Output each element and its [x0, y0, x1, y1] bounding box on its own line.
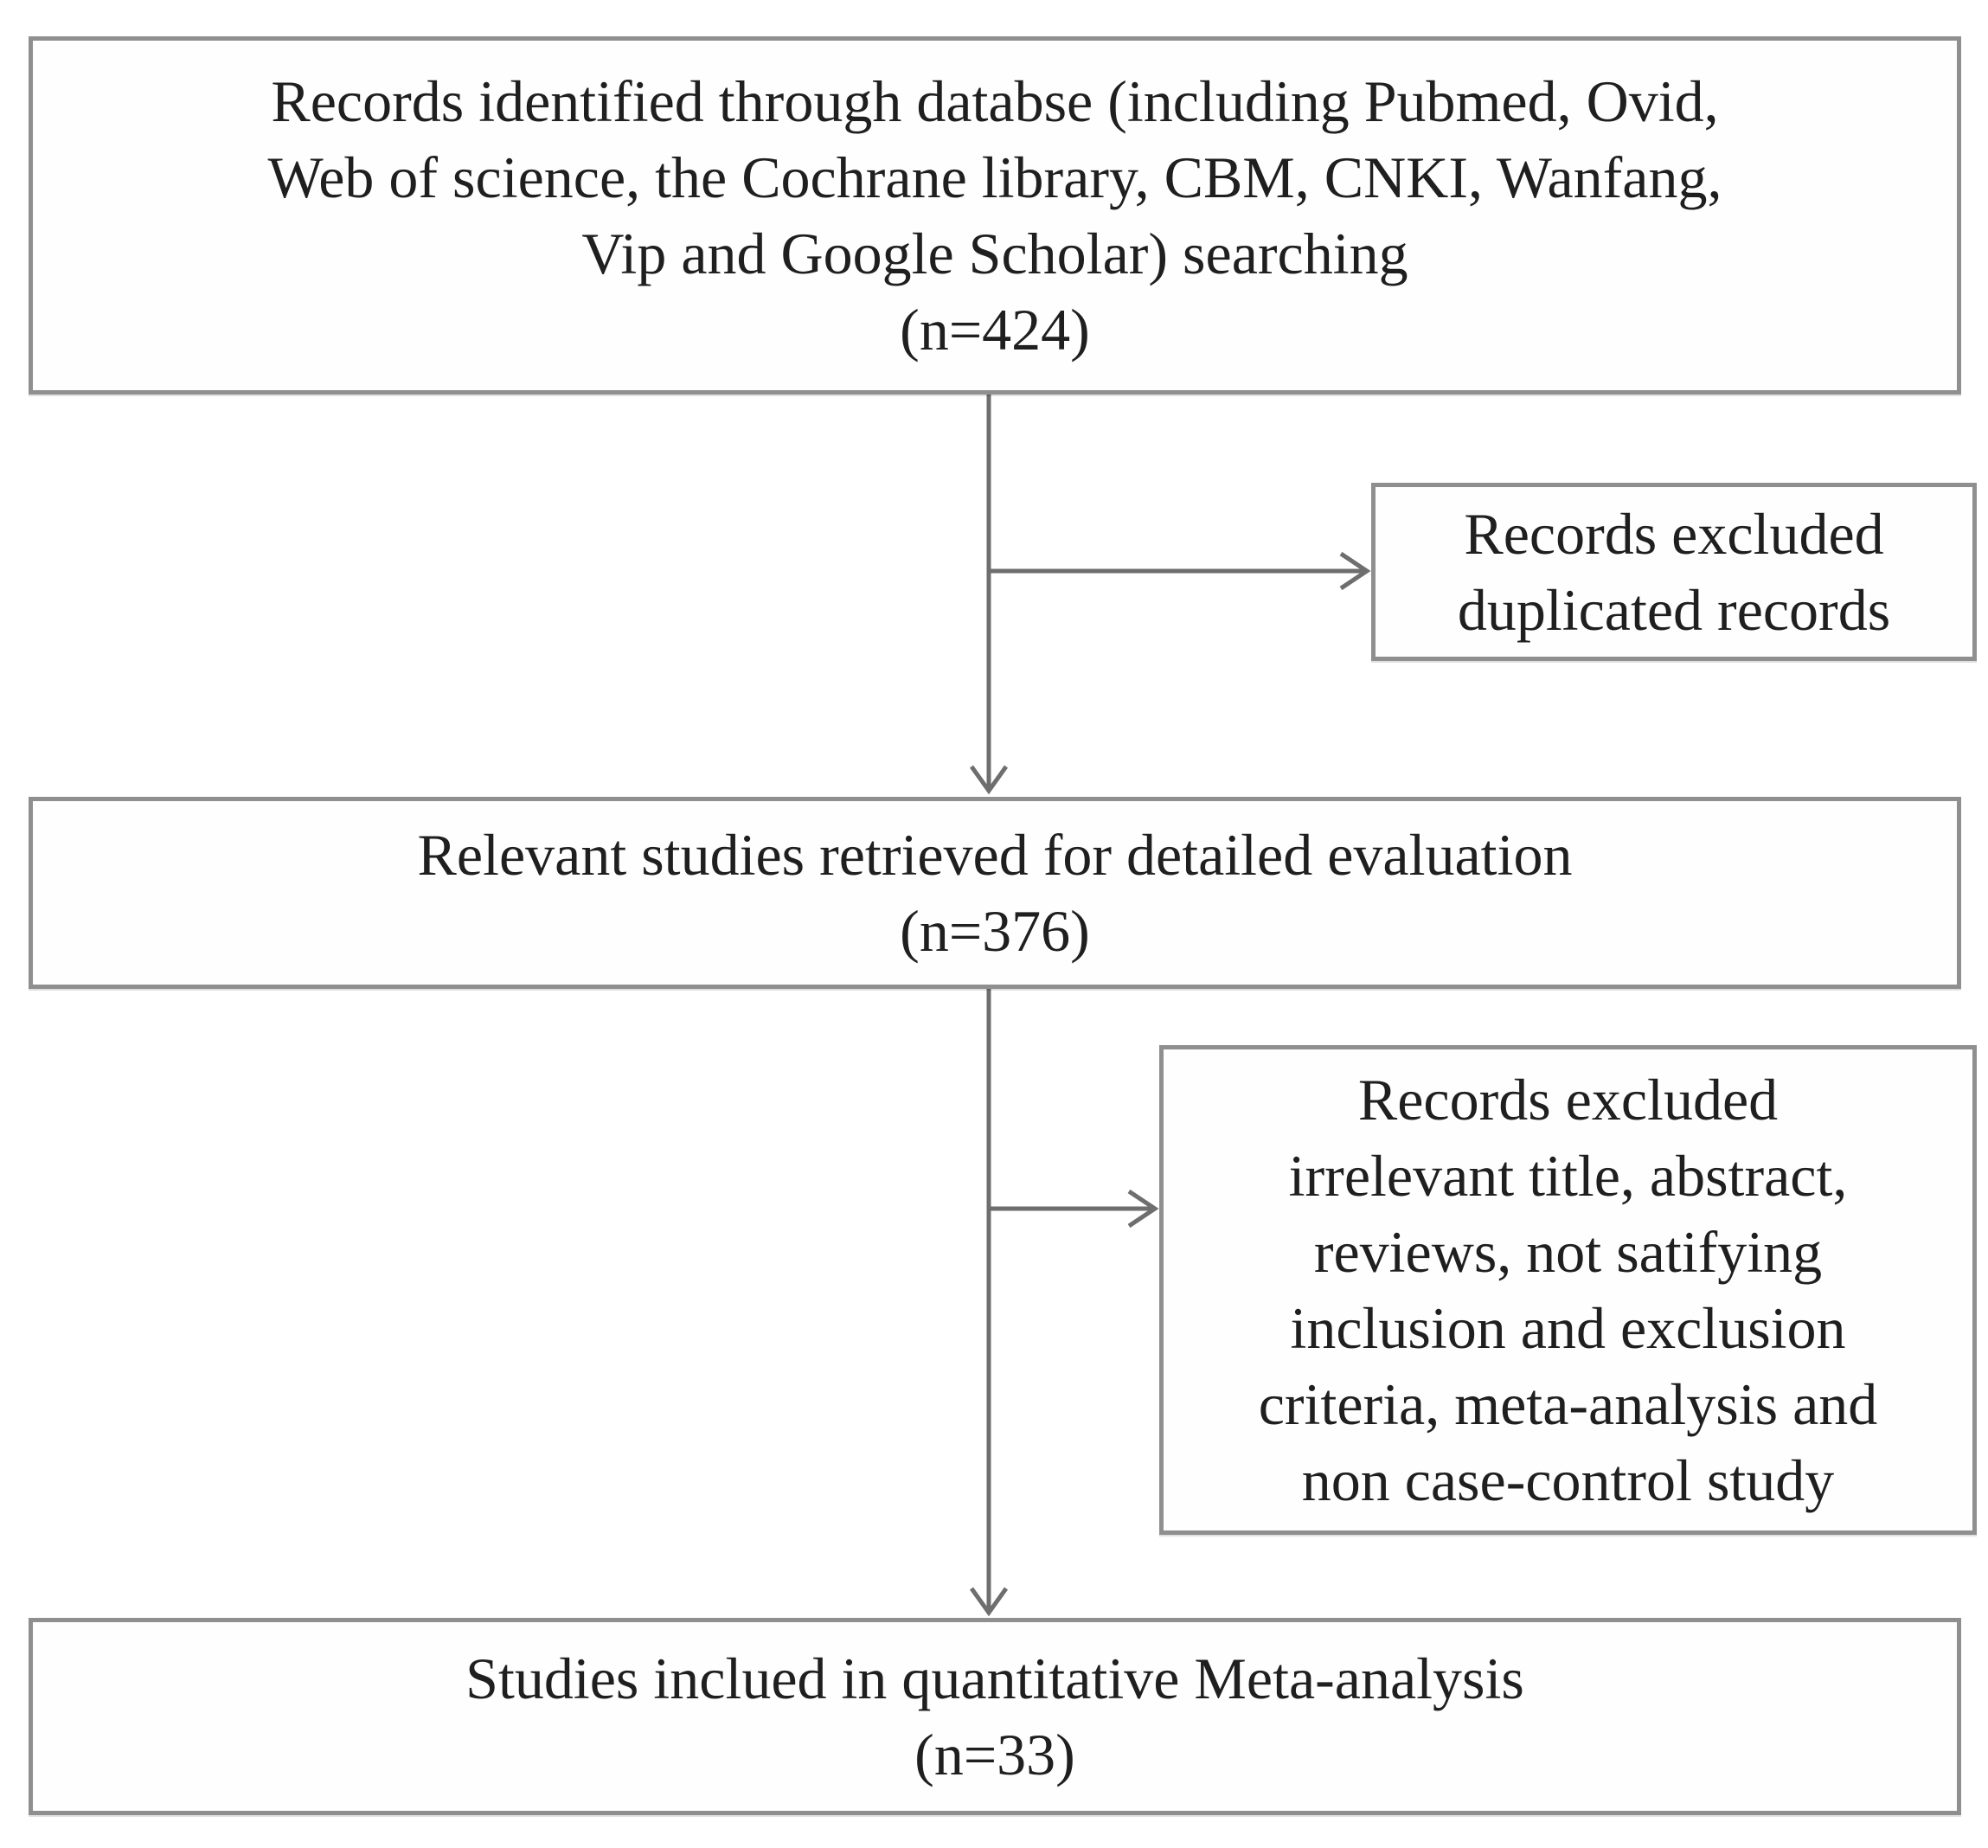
included-count: (n=33) — [914, 1722, 1075, 1787]
arrow-identification-to-evaluation — [969, 395, 1009, 795]
evaluation-count: (n=376) — [900, 898, 1090, 964]
duplicates-excluded-box: Records excluded duplicated records — [1371, 483, 1977, 661]
identification-count: (n=424) — [900, 297, 1090, 363]
included-text-line: Studies inclued in quantitative Meta-ana… — [465, 1646, 1524, 1711]
detailed-exclusion-box: Records excluded irrelevant title, abstr… — [1159, 1045, 1977, 1535]
evaluation-text-line: Relevant studies retrieved for detailed … — [417, 822, 1573, 888]
identification-text-line: Records identified through databse (incl… — [271, 68, 1719, 134]
identification-text-line: Vip and Google Scholar) searching — [581, 221, 1408, 286]
arrow-to-detailed-exclusion — [989, 1189, 1159, 1229]
duplicates-excluded-text-line: duplicated records — [1457, 577, 1891, 643]
detailed-exclusion-text-line: reviews, not satifying — [1313, 1219, 1823, 1285]
detailed-exclusion-text-line: irrelevant title, abstract, — [1288, 1143, 1848, 1209]
evaluation-box: Relevant studies retrieved for detailed … — [29, 797, 1961, 989]
identification-box: Records identified through databse (incl… — [29, 36, 1961, 395]
arrow-evaluation-to-included — [969, 989, 1009, 1617]
detailed-exclusion-text-line: inclusion and exclusion — [1290, 1295, 1846, 1361]
detailed-exclusion-text-line: Records excluded — [1357, 1067, 1779, 1133]
detailed-exclusion-text-line: criteria, meta-analysis and — [1258, 1371, 1878, 1437]
included-box: Studies inclued in quantitative Meta-ana… — [29, 1618, 1961, 1815]
detailed-exclusion-text-line: non case-control study — [1301, 1447, 1835, 1513]
arrow-to-duplicates-excluded — [989, 551, 1371, 591]
duplicates-excluded-text-line: Records excluded — [1464, 501, 1884, 567]
identification-text-line: Web of science, the Cochrane library, CB… — [267, 144, 1722, 210]
